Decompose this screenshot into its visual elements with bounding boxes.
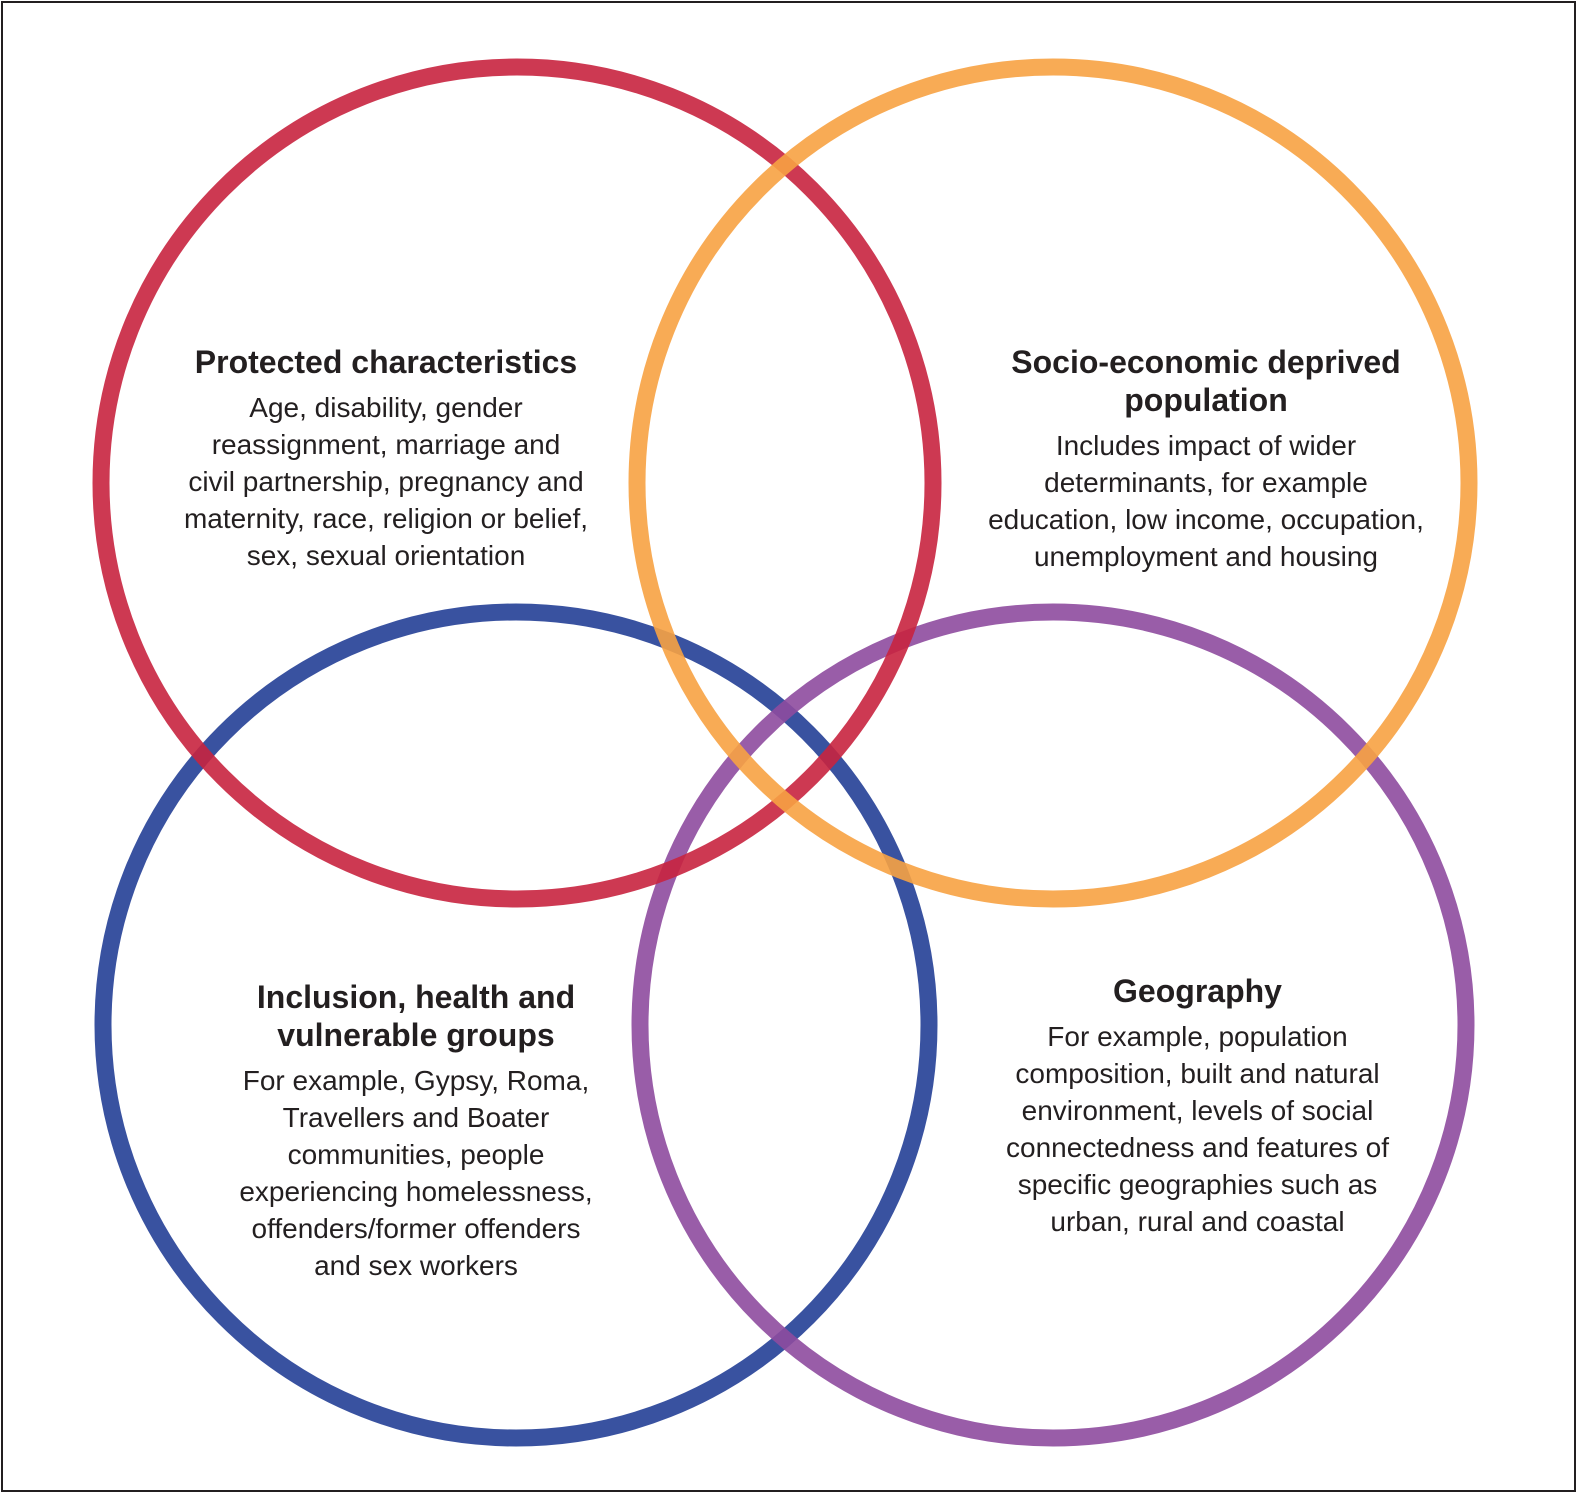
- inclusion-groups-label: Inclusion, health and vulnerable groups …: [158, 978, 674, 1284]
- inclusion-groups-heading: Inclusion, health and vulnerable groups: [256, 979, 576, 1053]
- protected-characteristics-ring: [92, 58, 942, 908]
- socio-economic-text: Includes impact of wider determinants, f…: [988, 430, 1424, 572]
- protected-characteristics-text: Age, disability, gender reassignment, ma…: [183, 392, 589, 571]
- inclusion-groups-text: For example, Gypsy, Roma, Travellers and…: [239, 1065, 593, 1281]
- protected-characteristics-heading: Protected characteristics: [194, 344, 578, 380]
- geography-text: For example, population composition, bui…: [1006, 1021, 1389, 1237]
- socio-economic-label: Socio-economic deprived population Inclu…: [948, 343, 1464, 575]
- geography-heading: Geography: [1113, 973, 1282, 1009]
- protected-characteristics-label: Protected characteristics Age, disabilit…: [122, 343, 650, 574]
- geography-label: Geography For example, population compos…: [930, 972, 1465, 1240]
- socio-economic-ring: [628, 58, 1478, 908]
- geography-ring: [631, 603, 1475, 1447]
- socio-economic-heading: Socio-economic deprived population: [1011, 344, 1401, 418]
- inclusion-ring: [94, 603, 938, 1447]
